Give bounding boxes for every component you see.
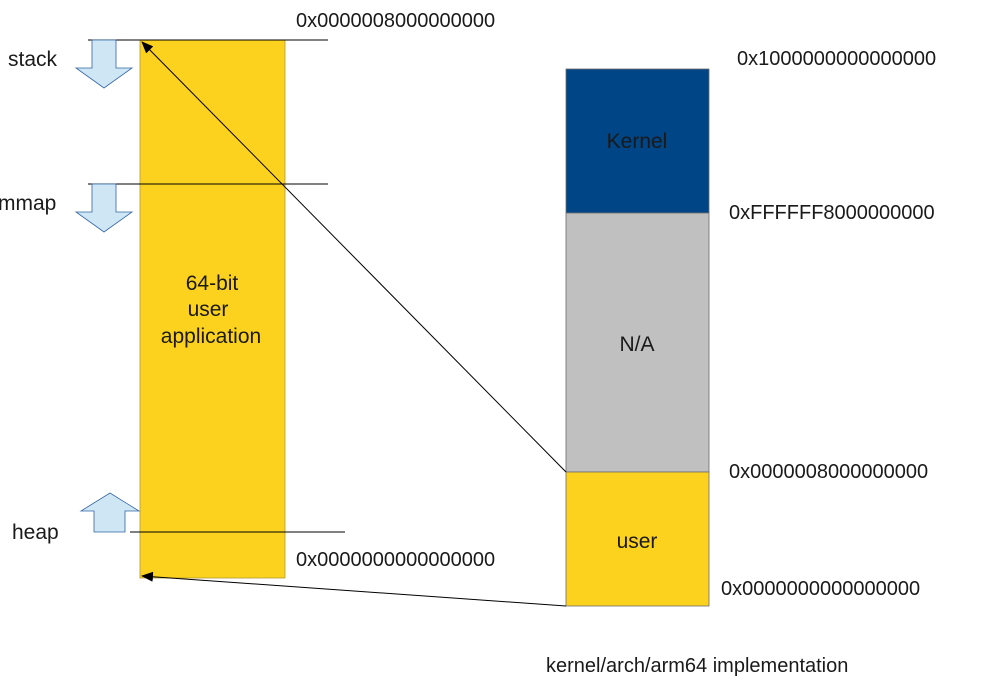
address-bottom: 0x0000000000000000 — [721, 578, 920, 600]
na-segment-label: N/A — [619, 333, 654, 356]
app-label-line-3: application — [161, 325, 261, 348]
left-top-address: 0x0000008000000000 — [296, 10, 495, 32]
kernel-segment-label: Kernel — [607, 130, 668, 153]
address-top: 0x1000000000000000 — [737, 48, 936, 70]
app-label-line-1: 64-bit — [186, 272, 239, 295]
app-label-line-2: user — [188, 298, 229, 321]
address-kernel-start: 0xFFFFFF8000000000 — [729, 202, 935, 224]
user-segment-label: user — [617, 530, 658, 553]
user-segment — [565, 471, 710, 607]
mmap-label: mmap — [0, 192, 56, 215]
mmap-down-arrow-icon — [74, 183, 134, 233]
implementation-caption: kernel/arch/arm64 implementation — [546, 655, 848, 677]
user-application-block — [139, 39, 286, 579]
na-segment — [565, 212, 710, 473]
heap-label: heap — [12, 521, 59, 544]
mapping-arrow-top — [141, 41, 567, 473]
left-bottom-address: 0x0000000000000000 — [296, 549, 495, 571]
heap-up-arrow-icon — [79, 492, 141, 533]
stack-label: stack — [8, 48, 58, 71]
address-user-end: 0x0000008000000000 — [729, 461, 928, 483]
mapping-arrow-bottom — [141, 571, 567, 607]
kernel-segment — [565, 68, 710, 214]
stack-down-arrow-icon — [74, 39, 134, 89]
